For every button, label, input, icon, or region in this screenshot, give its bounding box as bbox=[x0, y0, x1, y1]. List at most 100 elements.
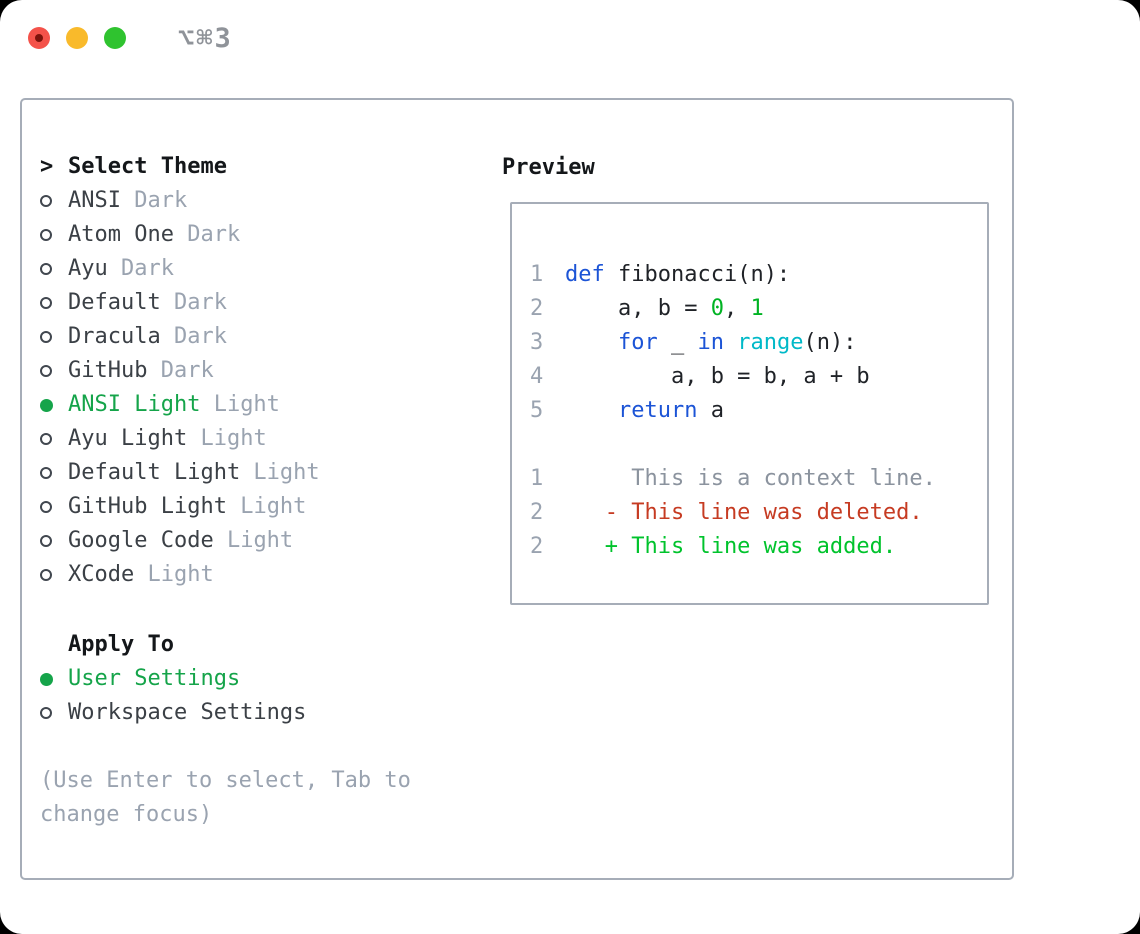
option-label: Dracula bbox=[68, 324, 161, 349]
theme-option[interactable]: Atom One Dark bbox=[40, 218, 442, 252]
code-token-fg: (n): bbox=[803, 330, 857, 355]
code-line: 4 a, b = b, a + b bbox=[530, 360, 987, 394]
theme-option[interactable]: Default Light Light bbox=[40, 456, 442, 490]
code-token-fg bbox=[565, 330, 618, 355]
theme-option[interactable]: Dracula Dark bbox=[40, 320, 442, 354]
option-label: ANSI Light bbox=[68, 392, 201, 417]
option-variant-tag: Dark bbox=[120, 188, 188, 213]
option-variant-tag: Dark bbox=[173, 222, 241, 247]
option-label: User Settings bbox=[68, 666, 241, 691]
radio-column bbox=[40, 535, 68, 547]
radio-icon[interactable] bbox=[40, 501, 52, 513]
line-number: 3 bbox=[530, 330, 544, 355]
radio-icon[interactable] bbox=[40, 365, 52, 377]
radio-column bbox=[40, 365, 68, 377]
preview-title: Preview bbox=[502, 154, 595, 180]
radio-column bbox=[40, 195, 68, 207]
line-number: 4 bbox=[530, 364, 544, 389]
apply-to-option[interactable]: User Settings bbox=[40, 662, 442, 696]
radio-column bbox=[40, 229, 68, 241]
option-label: Default bbox=[68, 290, 161, 315]
theme-option[interactable]: GitHub Dark bbox=[40, 354, 442, 388]
radio-column bbox=[40, 707, 68, 719]
code-token-builtin: range bbox=[737, 330, 804, 355]
option-variant-tag: Dark bbox=[160, 324, 227, 349]
option-label: Atom One bbox=[68, 222, 174, 247]
radio-icon[interactable] bbox=[40, 467, 52, 479]
line-number: 1 bbox=[530, 466, 544, 491]
code-token-literal: 1 bbox=[750, 296, 764, 321]
radio-column bbox=[40, 398, 68, 412]
radio-icon[interactable] bbox=[40, 535, 52, 547]
keyboard-shortcut-label: ⌥⌘3 bbox=[178, 22, 233, 54]
option-variant-tag: Light bbox=[187, 426, 267, 451]
option-label: GitHub Light bbox=[68, 494, 227, 519]
option-variant-tag: Light bbox=[226, 494, 307, 519]
radio-selected-icon[interactable] bbox=[40, 398, 53, 412]
prompt-icon: > bbox=[40, 154, 54, 179]
theme-option[interactable]: Default Dark bbox=[40, 286, 442, 320]
option-label: Google Code bbox=[68, 528, 214, 553]
code-token-fg: a, b = bbox=[565, 296, 711, 321]
radio-column bbox=[40, 263, 68, 275]
titlebar: ⌥⌘3 bbox=[28, 23, 233, 54]
radio-icon[interactable] bbox=[40, 331, 52, 343]
option-label: Ayu bbox=[68, 256, 108, 281]
close-button[interactable] bbox=[28, 27, 50, 49]
radio-icon[interactable] bbox=[40, 707, 52, 719]
code-token-keyword: return bbox=[617, 398, 698, 423]
apply-to-title: Apply To bbox=[68, 632, 174, 657]
theme-option[interactable]: ANSI Light Light bbox=[40, 388, 442, 422]
option-variant-tag: Dark bbox=[160, 290, 227, 315]
code-line: 2 - This line was deleted. bbox=[530, 496, 987, 530]
option-label: GitHub bbox=[68, 358, 148, 383]
theme-option[interactable]: ANSI Dark bbox=[40, 184, 442, 218]
select-theme-header: > Select Theme bbox=[40, 150, 442, 184]
code-token-context: This is a context line. bbox=[565, 466, 936, 491]
radio-column bbox=[40, 331, 68, 343]
code-line: 1 This is a context line. bbox=[530, 462, 987, 496]
theme-option[interactable]: XCode Light bbox=[40, 558, 442, 592]
code-token-fg: , bbox=[723, 296, 751, 321]
minimize-button[interactable] bbox=[66, 27, 88, 49]
code-token-keyword: def bbox=[565, 262, 605, 287]
code-line: 3 for _ in range(n): bbox=[530, 326, 987, 360]
line-number: 2 bbox=[530, 534, 544, 559]
radio-icon[interactable] bbox=[40, 263, 52, 275]
code-token-fg: a, b = b, a + b bbox=[565, 364, 870, 389]
option-variant-tag: Light bbox=[213, 528, 294, 553]
theme-option[interactable]: GitHub Light Light bbox=[40, 490, 442, 524]
theme-option[interactable]: Ayu Light Light bbox=[40, 422, 442, 456]
radio-column bbox=[40, 467, 68, 479]
radio-column bbox=[40, 569, 68, 581]
code-line: 2 a, b = 0, 1 bbox=[530, 292, 987, 326]
option-label: Workspace Settings bbox=[68, 700, 307, 725]
radio-icon[interactable] bbox=[40, 195, 52, 207]
code-token-added: + This line was added. bbox=[565, 534, 897, 559]
radio-icon[interactable] bbox=[40, 569, 52, 581]
line-number: 1 bbox=[530, 262, 544, 287]
radio-icon[interactable] bbox=[40, 297, 52, 309]
theme-option[interactable]: Ayu Dark bbox=[40, 252, 442, 286]
zoom-button[interactable] bbox=[104, 27, 126, 49]
option-variant-tag: Light bbox=[240, 460, 320, 485]
radio-selected-icon[interactable] bbox=[40, 672, 53, 686]
code-token-fg bbox=[565, 398, 618, 423]
radio-icon[interactable] bbox=[40, 229, 52, 241]
code-token-fg: fibonacci(n): bbox=[604, 262, 791, 287]
apply-to-option[interactable]: Workspace Settings bbox=[40, 696, 442, 730]
code-line: 2 + This line was added. bbox=[530, 530, 987, 564]
theme-option[interactable]: Google Code Light bbox=[40, 524, 442, 558]
option-label: ANSI bbox=[68, 188, 121, 213]
code-line: 5 return a bbox=[530, 394, 987, 428]
radio-icon[interactable] bbox=[40, 433, 52, 445]
code-line: 1 def fibonacci(n): bbox=[530, 258, 987, 292]
select-theme-title: Select Theme bbox=[68, 154, 227, 179]
option-variant-tag: Light bbox=[200, 392, 280, 417]
